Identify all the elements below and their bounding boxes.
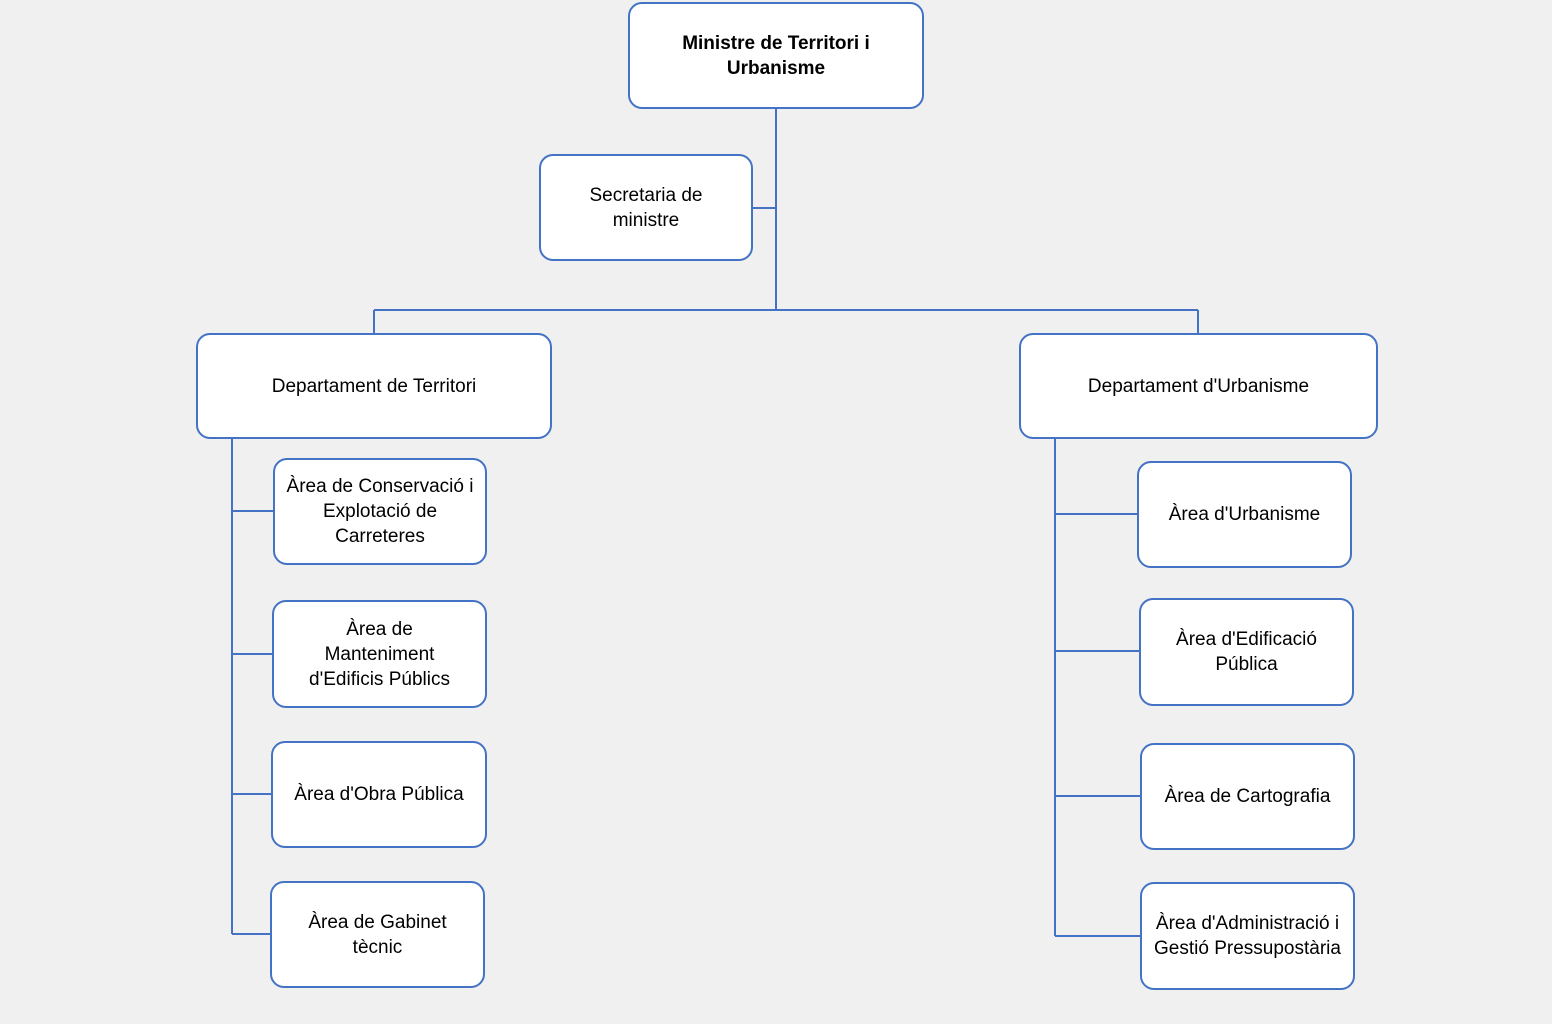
area-label: Àrea d'Urbanisme xyxy=(1168,504,1321,525)
area-cartografia-box[interactable]: Àrea de Cartografia xyxy=(1140,743,1355,850)
area-label: Àrea de Conservació i Explotació de Carr… xyxy=(286,476,474,547)
area-gabinet-tecnic-box[interactable]: Àrea de Gabinet tècnic xyxy=(270,881,485,988)
department-territori-box[interactable]: Departament de Territori xyxy=(196,333,552,439)
department-urbanisme-box[interactable]: Departament d'Urbanisme xyxy=(1019,333,1378,439)
area-label: Àrea d'Obra Pública xyxy=(294,784,464,805)
area-label: Àrea d'Administració i Gestió Pressupost… xyxy=(1154,913,1341,959)
secretary-box[interactable]: Secretaria de ministre xyxy=(539,154,753,261)
area-label: Àrea de Cartografia xyxy=(1164,786,1331,807)
area-label: Àrea de Manteniment d'Edificis Públics xyxy=(309,618,450,690)
area-administracio-gestio-box[interactable]: Àrea d'Administració i Gestió Pressupost… xyxy=(1140,882,1355,990)
area-edificacio-publica-box[interactable]: Àrea d'Edificació Pública xyxy=(1139,598,1354,706)
area-obra-publica-box[interactable]: Àrea d'Obra Pública xyxy=(271,741,487,848)
area-label: Àrea de Gabinet tècnic xyxy=(308,911,447,958)
area-urbanisme-box[interactable]: Àrea d'Urbanisme xyxy=(1137,461,1352,568)
minister-label: Ministre de Territori i Urbanisme xyxy=(682,32,870,79)
minister-box[interactable]: Ministre de Territori i Urbanisme xyxy=(628,2,924,109)
area-conservacio-carreteres-box[interactable]: Àrea de Conservació i Explotació de Carr… xyxy=(273,458,487,565)
area-manteniment-edificis-box[interactable]: Àrea de Manteniment d'Edificis Públics xyxy=(272,600,487,708)
department-territori-label: Departament de Territori xyxy=(271,375,477,397)
department-urbanisme-label: Departament d'Urbanisme xyxy=(1087,375,1310,397)
area-label: Àrea d'Edificació Pública xyxy=(1176,629,1317,675)
secretary-label: Secretaria de ministre xyxy=(589,184,703,231)
